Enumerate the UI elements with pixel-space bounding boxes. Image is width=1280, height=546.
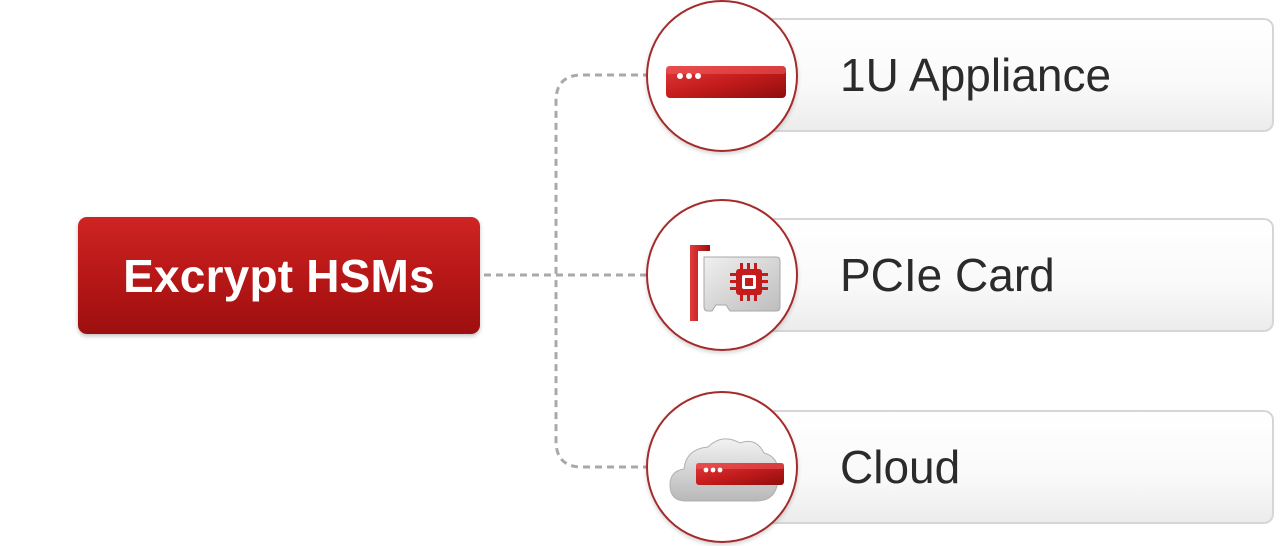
cloud-server-icon <box>669 438 784 502</box>
root-node: Excrypt HSMs <box>78 217 480 334</box>
node-cloud: Cloud <box>740 410 1274 524</box>
node-pcie-card-badge <box>646 199 798 351</box>
pcie-card-icon <box>690 245 781 321</box>
connector-to-cloud <box>554 275 650 469</box>
node-1u-appliance-badge <box>646 0 798 152</box>
node-label: Cloud <box>840 441 961 493</box>
node-1u-appliance: 1U Appliance <box>740 18 1274 132</box>
node-label: 1U Appliance <box>840 49 1112 101</box>
node-label: PCIe Card <box>840 249 1055 301</box>
root-node-label: Excrypt HSMs <box>123 249 435 302</box>
connector-to-1u-appliance <box>554 73 650 275</box>
server-appliance-icon <box>666 66 786 98</box>
node-pcie-card: PCIe Card <box>740 218 1274 332</box>
node-cloud-badge <box>646 391 798 543</box>
